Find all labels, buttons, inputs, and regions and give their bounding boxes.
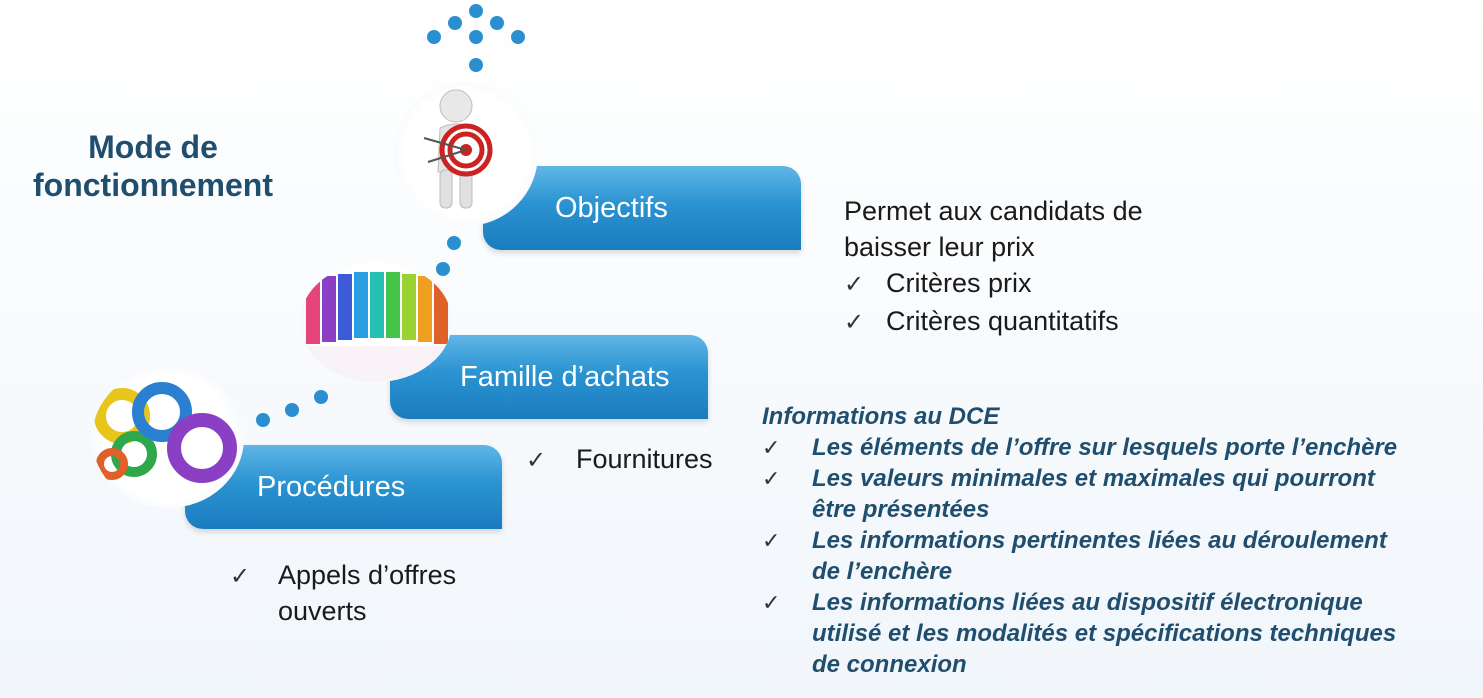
dce-section: Informations au DCE ✓ Les éléments de l’… [762, 401, 1478, 680]
list-item-text-line-2: ouverts [278, 596, 367, 626]
procedures-list: ✓ Appels d’offres ouverts [230, 557, 456, 629]
connector-dot [256, 413, 270, 427]
dce-item-line: Les informations liées au dispositif éle… [812, 589, 1363, 616]
dot [511, 30, 525, 44]
target-figure-icon [394, 82, 538, 226]
dce-item: ✓ Les informations liées au dispositif é… [762, 587, 1478, 680]
page-title: Mode de fonctionnement [22, 128, 284, 204]
binders-icon [300, 262, 452, 382]
list-item-text: Appels d’offres ouverts [278, 557, 456, 629]
dce-item-text: Les informations liées au dispositif éle… [812, 587, 1396, 680]
step-label: Famille d’achats [460, 361, 670, 393]
objectifs-text-line-1: Permet aux candidats de [844, 196, 1143, 226]
check-icon: ✓ [762, 435, 781, 460]
dot [448, 16, 462, 30]
title-line-1: Mode de [88, 129, 218, 165]
step-objectifs: Objectifs [483, 166, 801, 250]
connector-dot [285, 403, 299, 417]
dce-item-text: Les valeurs minimales et maximales qui p… [812, 463, 1375, 525]
list-item-text: Critères prix [886, 268, 1032, 298]
connector-dot [436, 262, 450, 276]
check-icon: ✓ [844, 309, 865, 336]
list-item: ✓ Critères prix [844, 265, 1143, 303]
dce-item-line: être présentées [812, 496, 990, 523]
dce-item-line: utilisé et les modalités et spécificatio… [812, 620, 1397, 647]
dot [469, 58, 483, 72]
dce-item-line: Les valeurs minimales et maximales qui p… [812, 465, 1375, 492]
dot [469, 30, 483, 44]
title-line-2: fonctionnement [33, 167, 273, 203]
dot [490, 16, 504, 30]
dce-item-text: Les informations pertinentes liées au dé… [812, 525, 1387, 587]
list-item-text: Fournitures [576, 444, 713, 474]
dce-item: ✓ Les valeurs minimales et maximales qui… [762, 463, 1478, 525]
dce-heading: Informations au DCE [762, 403, 1000, 430]
check-icon: ✓ [762, 590, 781, 615]
connector-dot [447, 236, 461, 250]
check-icon: ✓ [844, 271, 865, 298]
step-label: Procédures [257, 471, 406, 503]
list-item: ✓ Fournitures [526, 441, 713, 479]
dce-item: ✓ Les éléments de l’offre sur lesquels p… [762, 432, 1478, 463]
gears-icon [92, 368, 244, 508]
list-item: ✓ Critères quantitatifs [844, 303, 1143, 341]
list-item: ✓ Appels d’offres ouverts [230, 557, 456, 629]
dot [469, 4, 483, 18]
dce-item-line: Les informations pertinentes liées au dé… [812, 527, 1387, 554]
list-item-text-line-1: Appels d’offres [278, 560, 457, 590]
dot [427, 30, 441, 44]
dce-item-line: de l’enchère [812, 558, 953, 585]
check-icon: ✓ [526, 447, 547, 474]
objectifs-description: Permet aux candidats de baisser leur pri… [844, 193, 1143, 341]
step-label: Objectifs [555, 192, 668, 224]
check-icon: ✓ [762, 466, 781, 491]
connector-dot [314, 390, 328, 404]
dce-item-text: Les éléments de l’offre sur lesquels por… [812, 434, 1398, 461]
dce-item-line: de connexion [812, 651, 967, 678]
check-icon: ✓ [762, 528, 781, 553]
famille-list: ✓ Fournitures [526, 441, 713, 479]
check-icon: ✓ [230, 563, 251, 590]
objectifs-text-line-2: baisser leur prix [844, 232, 1035, 262]
dce-item: ✓ Les informations pertinentes liées au … [762, 525, 1478, 587]
list-item-text: Critères quantitatifs [886, 306, 1119, 336]
